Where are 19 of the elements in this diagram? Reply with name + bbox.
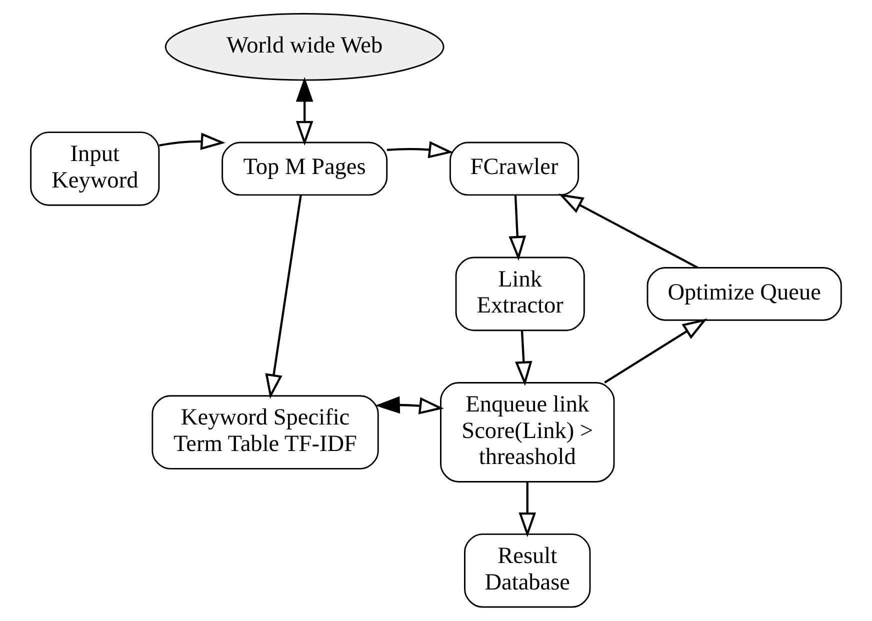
arrow — [386, 141, 454, 158]
arrow — [514, 330, 532, 386]
node-box: Top M Pages — [222, 142, 388, 196]
node-box: Input Keyword — [30, 132, 160, 206]
arrow — [604, 318, 708, 384]
node-box: Keyword Specific Term Table TF-IDF — [152, 395, 379, 470]
node-ellipse: World wide Web — [164, 13, 444, 81]
arrow — [558, 194, 698, 269]
node-box: Link Extractor — [455, 256, 585, 332]
arrow — [508, 195, 526, 261]
node-box: Result Database — [464, 533, 591, 608]
node-box: Enqueue link Score(Link) > threashold — [440, 382, 615, 482]
node-box: Optimize Queue — [646, 267, 842, 321]
arrow — [265, 194, 302, 399]
arrow — [375, 396, 444, 414]
arrow — [518, 482, 536, 538]
arrow — [159, 132, 226, 150]
arrow — [296, 76, 314, 146]
node-box: FCrawler — [449, 142, 580, 196]
